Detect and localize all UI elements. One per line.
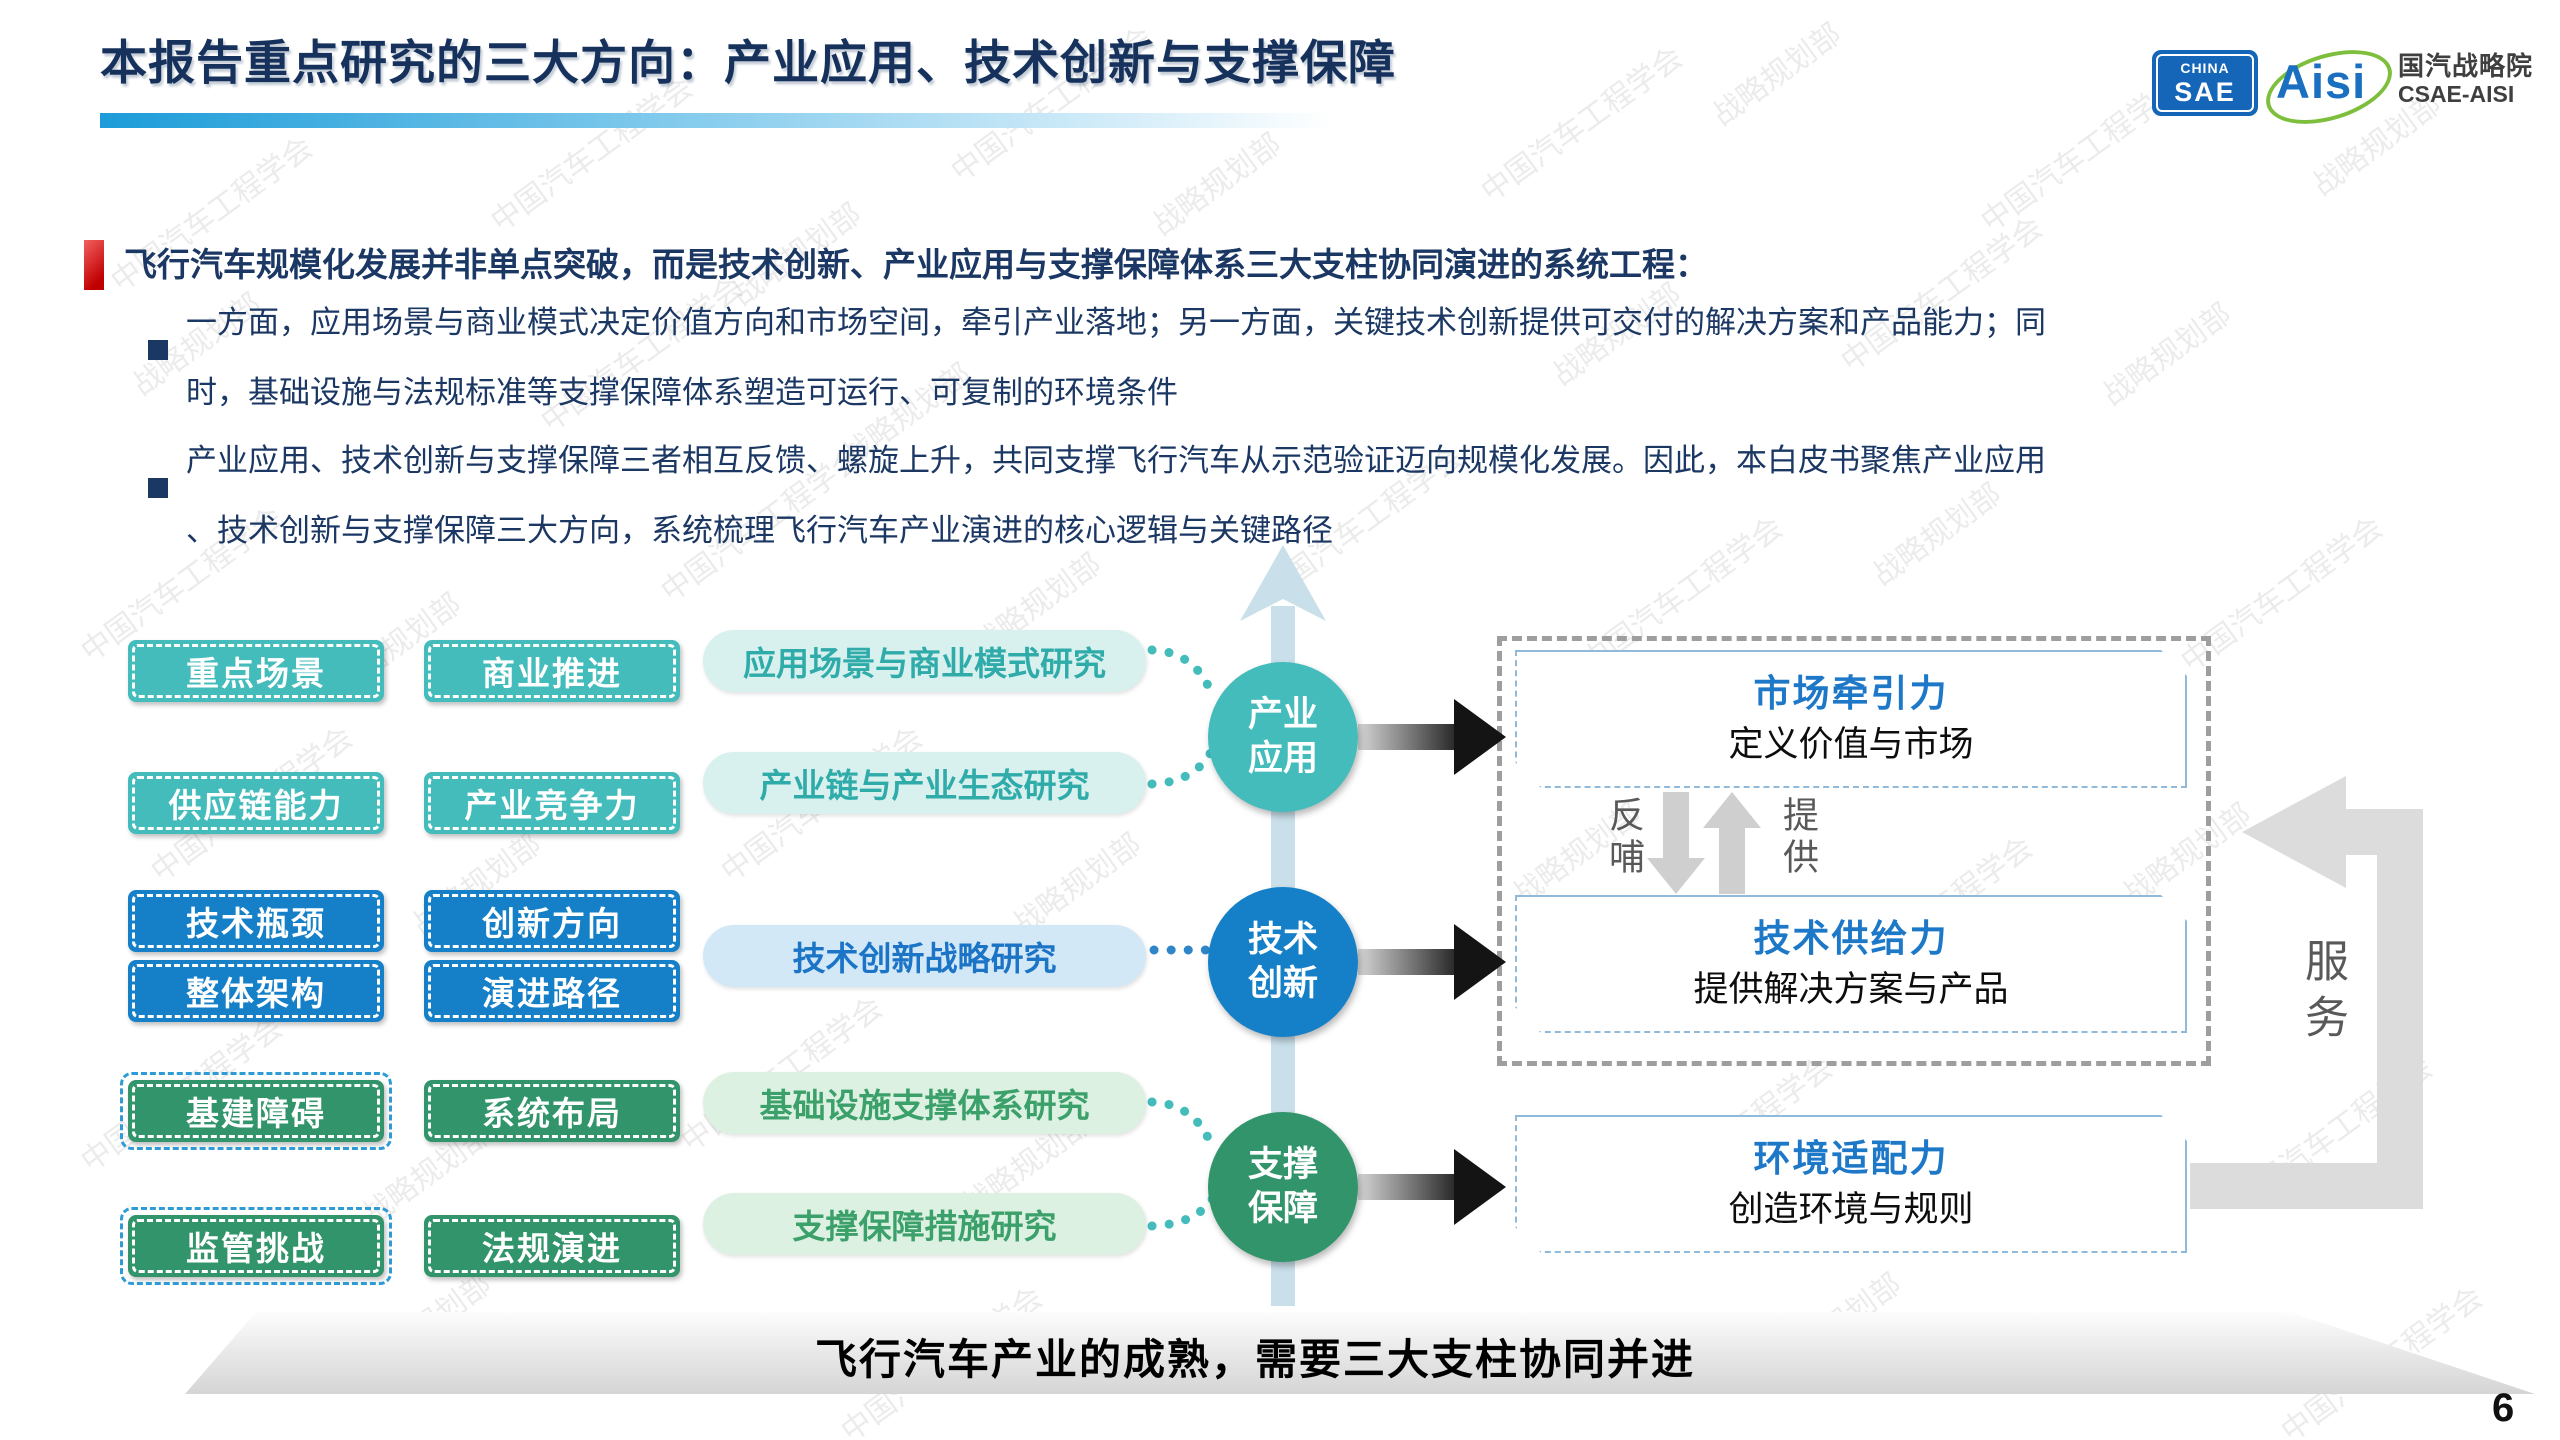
org-logo-text: 国汽战略院 CSAE-AISI bbox=[2398, 52, 2533, 108]
feedback-down-arrow-head bbox=[1647, 858, 1705, 894]
page-number: 6 bbox=[2492, 1386, 2515, 1430]
left-topic-box: 商业推进 bbox=[424, 640, 680, 702]
left-topic-box: 监管挑战 bbox=[120, 1207, 392, 1285]
left-topic-box: 整体架构 bbox=[128, 960, 384, 1022]
sub-bullet-marker bbox=[148, 340, 168, 360]
capability-box-tech-supply: 技术供给力 提供解决方案与产品 bbox=[1515, 895, 2187, 1033]
left-topic-box: 产业竞争力 bbox=[424, 772, 680, 834]
left-topic-box: 重点场景 bbox=[128, 640, 384, 702]
vertical-flow-arrow-head bbox=[1240, 545, 1326, 621]
connector-dotted-chain bbox=[1147, 741, 1219, 789]
capability-title: 环境适配力 bbox=[1753, 1138, 1949, 1179]
page-title: 本报告重点研究的三大方向：产业应用、技术创新与支撑保障 bbox=[100, 36, 1396, 89]
left-topic-box: 供应链能力 bbox=[128, 772, 384, 834]
left-topic-box: 基建障碍 bbox=[120, 1072, 392, 1150]
capability-desc: 定义价值与市场 bbox=[1728, 725, 1974, 764]
service-loop-arrow-head bbox=[2242, 776, 2346, 888]
feedback-label: 反哺 bbox=[1604, 796, 1645, 880]
left-topic-box: 系统布局 bbox=[424, 1080, 680, 1142]
capability-desc: 创造环境与规则 bbox=[1728, 1190, 1974, 1229]
capability-title: 市场牵引力 bbox=[1753, 673, 1949, 714]
footer-banner-text: 飞行汽车产业的成熟，需要三大支柱协同并进 bbox=[814, 1336, 1695, 1383]
left-topic-box: 法规演进 bbox=[424, 1215, 680, 1277]
research-pill: 产业链与产业生态研究 bbox=[703, 752, 1146, 814]
connector-dotted-support bbox=[1147, 1191, 1219, 1231]
sub-bullet-text: 产业应用、技术创新与支撑保障三者相互反馈、螺旋上升，共同支撑飞行汽车从示范验证迈… bbox=[186, 443, 2046, 548]
provide-up-arrow-head bbox=[1703, 792, 1761, 828]
left-topic-box: 演进路径 bbox=[424, 960, 680, 1022]
aisi-logo: Aisi bbox=[2257, 36, 2401, 138]
left-topic-box: 创新方向 bbox=[424, 890, 680, 952]
lead-bullet-text: 飞行汽车规模化发展并非单点突破，而是技术创新、产业应用与支撑保障体系三大支柱协同… bbox=[124, 246, 1708, 283]
provide-label: 提供 bbox=[1778, 796, 1819, 880]
market-tech-dashed-frame bbox=[1497, 636, 2211, 1066]
title-underline bbox=[100, 113, 1332, 128]
service-label: 服务 bbox=[2298, 938, 2347, 1050]
sub-bullet-marker bbox=[148, 478, 168, 498]
research-pill: 基础设施支撑体系研究 bbox=[703, 1072, 1146, 1134]
left-topic-box: 技术瓶颈 bbox=[128, 890, 384, 952]
capability-box-environment: 环境适配力 创造环境与规则 bbox=[1515, 1115, 2187, 1253]
capability-box-market: 市场牵引力 定义价值与市场 bbox=[1515, 650, 2187, 788]
footer-band bbox=[185, 1312, 2535, 1394]
connector-dotted-infra bbox=[1147, 1097, 1219, 1157]
service-loop-arrow bbox=[2190, 809, 2423, 1209]
aisi-logo-text: Aisi bbox=[2276, 55, 2367, 108]
pillar-circle-industry-application: 产业 应用 bbox=[1208, 662, 1358, 812]
china-sae-logo: CHINA SAE bbox=[2152, 50, 2258, 116]
pillar-circle-tech-innovation: 技术 创新 bbox=[1208, 887, 1358, 1037]
capability-desc: 提供解决方案与产品 bbox=[1693, 970, 2009, 1009]
research-pill: 技术创新战略研究 bbox=[703, 925, 1146, 987]
org-name-cn: 国汽战略院 bbox=[2398, 51, 2534, 81]
pillar-circle-support-guarantee: 支撑 保障 bbox=[1208, 1112, 1358, 1262]
lead-bullet-marker bbox=[84, 240, 104, 290]
research-pill: 支撑保障措施研究 bbox=[703, 1193, 1146, 1255]
capability-title: 技术供给力 bbox=[1753, 918, 1949, 959]
connector-dotted-scene bbox=[1147, 645, 1219, 705]
org-name-en: CSAE-AISI bbox=[2398, 81, 2515, 107]
research-pill: 应用场景与商业模式研究 bbox=[703, 630, 1146, 692]
sub-bullet-text: 一方面，应用场景与商业模式决定价值方向和市场空间，牵引产业落地；另一方面，关键技… bbox=[186, 305, 2046, 410]
